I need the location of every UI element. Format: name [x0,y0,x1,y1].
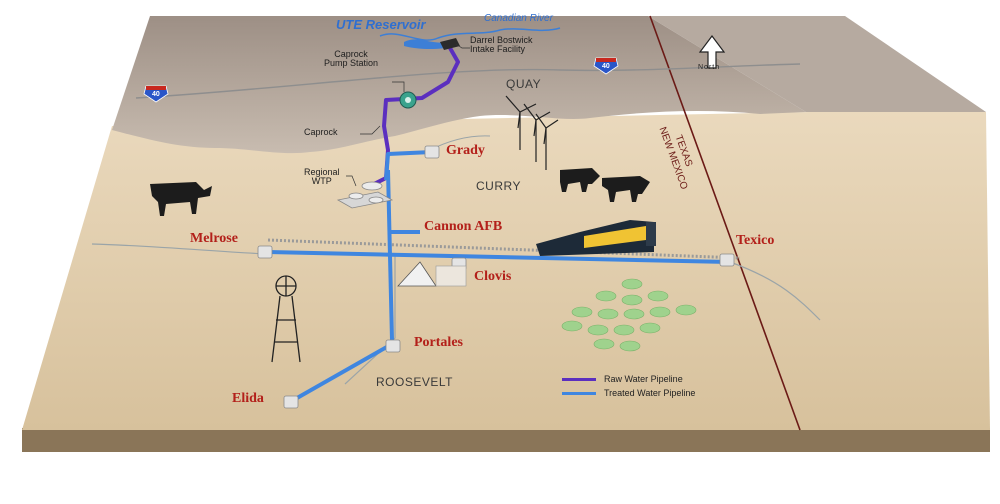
interstate-label-east: 40 [602,63,610,70]
north-arrow-icon [698,35,726,69]
road-south [344,256,396,385]
city-texico: Texico [736,233,775,248]
interstate-label-west: 40 [152,91,160,98]
city-elida: Elida [232,391,264,406]
city-cannon-afb: Cannon AFB [424,219,503,234]
windmill-icon [271,275,301,363]
irrigation-circles [561,278,697,352]
water-tank-icons [257,145,735,409]
cattle-icons [150,168,650,216]
reservoir-label: UTE Reservoir [336,17,426,32]
callout-lines [346,43,470,187]
city-clovis: Clovis [474,269,512,284]
treated-water-pipeline [267,150,731,404]
texas-upper [648,16,986,112]
state-line [649,15,801,431]
map-legend: Raw Water Pipeline Treated Water Pipelin… [562,372,695,400]
legend-item-raw: Raw Water Pipeline [562,372,695,386]
legend-label-treated: Treated Water Pipeline [604,388,696,398]
county-roosevelt: ROOSEVELT [376,375,453,389]
wind-turbine-icons [505,95,559,170]
pump-station-icon [399,91,417,109]
county-curry: CURRY [476,179,521,193]
north-label: North [698,64,721,71]
wtp-icon [336,181,394,209]
caprock-escarpment [112,16,806,154]
cannon-afb-icon [397,261,467,287]
intake-label: Darrel Bostwick Intake Facility [470,35,533,54]
pump-station-label: Caprock Pump Station [324,49,379,68]
legend-swatch-raw [562,377,596,381]
city-melrose: Melrose [190,231,238,246]
map-base-front [22,428,990,452]
county-quay: QUAY [506,77,542,91]
train-icon [536,220,656,256]
river-label: Canadian River [484,13,553,24]
legend-item-treated: Treated Water Pipeline [562,386,695,400]
road-west [91,243,269,255]
road-east [729,261,821,321]
city-portales: Portales [414,335,463,350]
legend-label-raw: Raw Water Pipeline [604,374,683,384]
city-grady: Grady [446,143,485,158]
canadian-river [379,27,561,41]
legend-swatch-treated [562,391,596,395]
wtp-label: Regional WTP [304,167,340,186]
interstate-shield-icons [143,57,619,103]
plains-surface [22,112,990,430]
intake-facility-marker [440,38,460,50]
caprock-label: Caprock [304,127,338,137]
railroad [267,238,741,260]
